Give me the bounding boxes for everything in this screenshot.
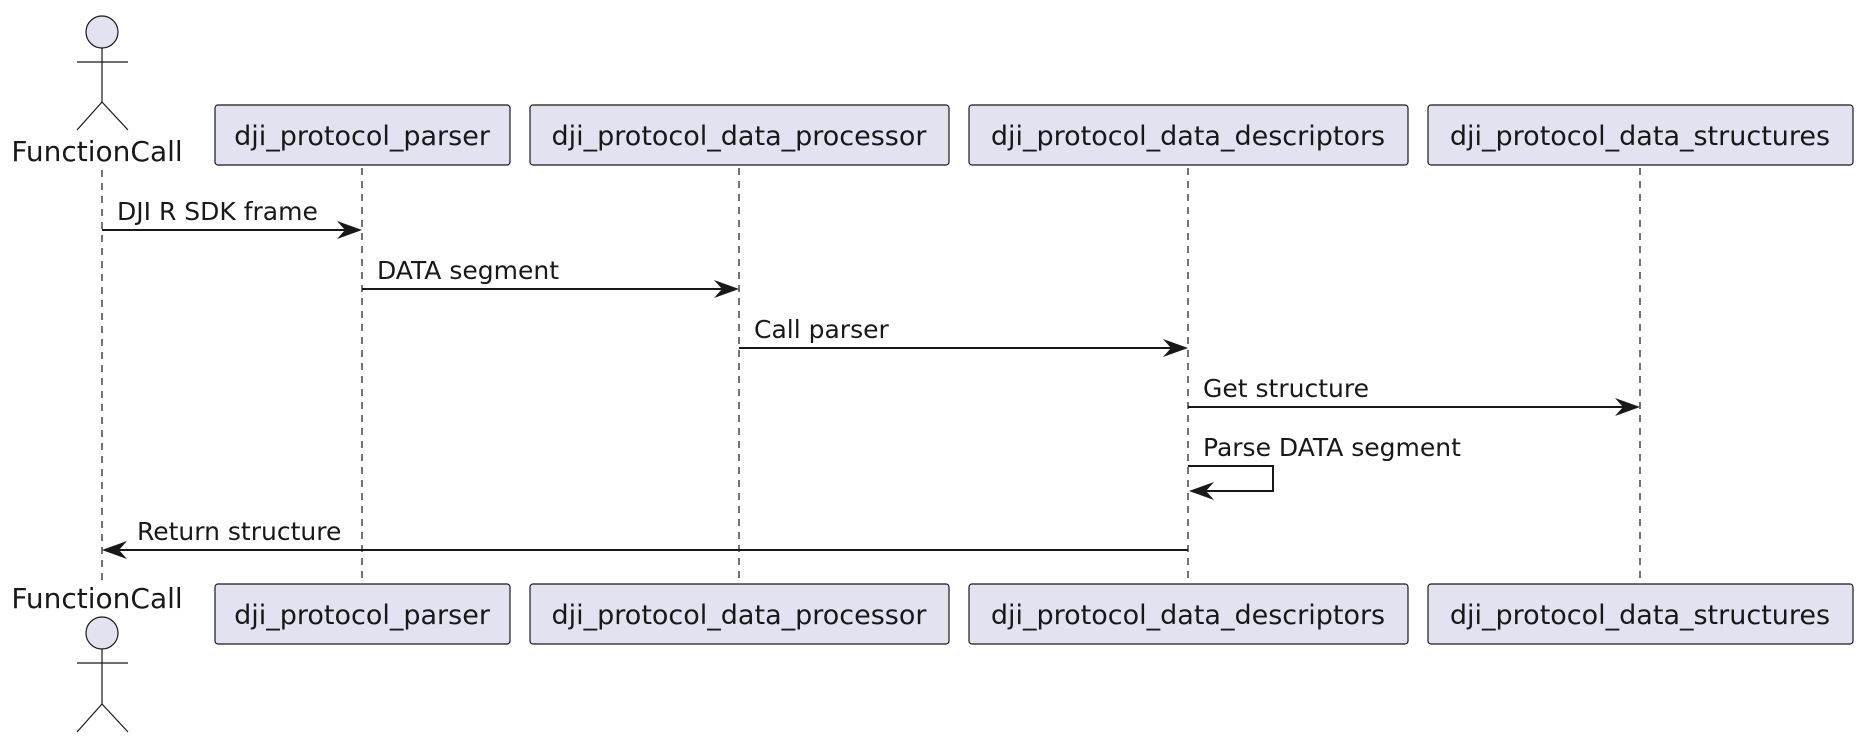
participant-top-dji-protocol-data-descriptors: dji_protocol_data_descriptors [968,104,1409,166]
participant-top-dji-protocol-data-processor: dji_protocol_data_processor [529,104,950,166]
participant-label: dji_protocol_data_processor [552,600,928,631]
arrowhead-icon [1163,339,1188,357]
participant-label: dji_protocol_parser [234,121,491,152]
arrowhead-icon [102,541,127,559]
participant-label: dji_protocol_parser [234,600,491,631]
actor-functioncall-bottom: FunctionCall [11,582,183,733]
actor-head-icon [85,15,119,49]
participant-bottom-dji-protocol-data-descriptors: dji_protocol_data_descriptors [968,583,1409,645]
arrowhead-icon [1615,398,1640,416]
message-label: Return structure [137,517,341,546]
participant-label: dji_protocol_data_descriptors [991,121,1385,152]
message-label: DJI R SDK frame [117,197,318,226]
message-label: Call parser [754,315,889,344]
participant-bottom-dji-protocol-parser: dji_protocol_parser [214,583,511,645]
actor-label-top: FunctionCall [11,135,182,168]
arrowhead-icon [337,221,362,239]
participant-bottom-dji-protocol-data-structures: dji_protocol_data_structures [1427,583,1854,645]
participant-label: dji_protocol_data_structures [1450,121,1830,152]
participant-label: dji_protocol_data_structures [1450,600,1830,631]
participant-top-dji-protocol-data-structures: dji_protocol_data_structures [1427,104,1854,166]
message-call-parser: Call parser [739,315,1188,357]
message-dji-r-sdk-frame: DJI R SDK frame [102,197,362,239]
message-label: DATA segment [377,256,559,285]
message-data-segment: DATA segment [362,256,739,298]
actor-head-icon [85,616,119,650]
arrowhead-icon [1189,482,1214,500]
message-return-structure: Return structure [102,517,1188,559]
actor-functioncall-top: FunctionCall [11,15,183,168]
participant-label: dji_protocol_data_descriptors [991,600,1385,631]
arrowhead-icon [714,280,739,298]
participant-bottom-dji-protocol-data-processor: dji_protocol_data_processor [529,583,950,645]
participant-top-dji-protocol-parser: dji_protocol_parser [214,104,511,166]
message-label: Get structure [1203,374,1369,403]
participant-label: dji_protocol_data_processor [552,121,928,152]
message-parse-data-segment: Parse DATA segment [1188,433,1461,500]
message-get-structure: Get structure [1188,374,1640,416]
actor-label-bottom: FunctionCall [11,582,182,615]
message-label: Parse DATA segment [1203,433,1461,462]
